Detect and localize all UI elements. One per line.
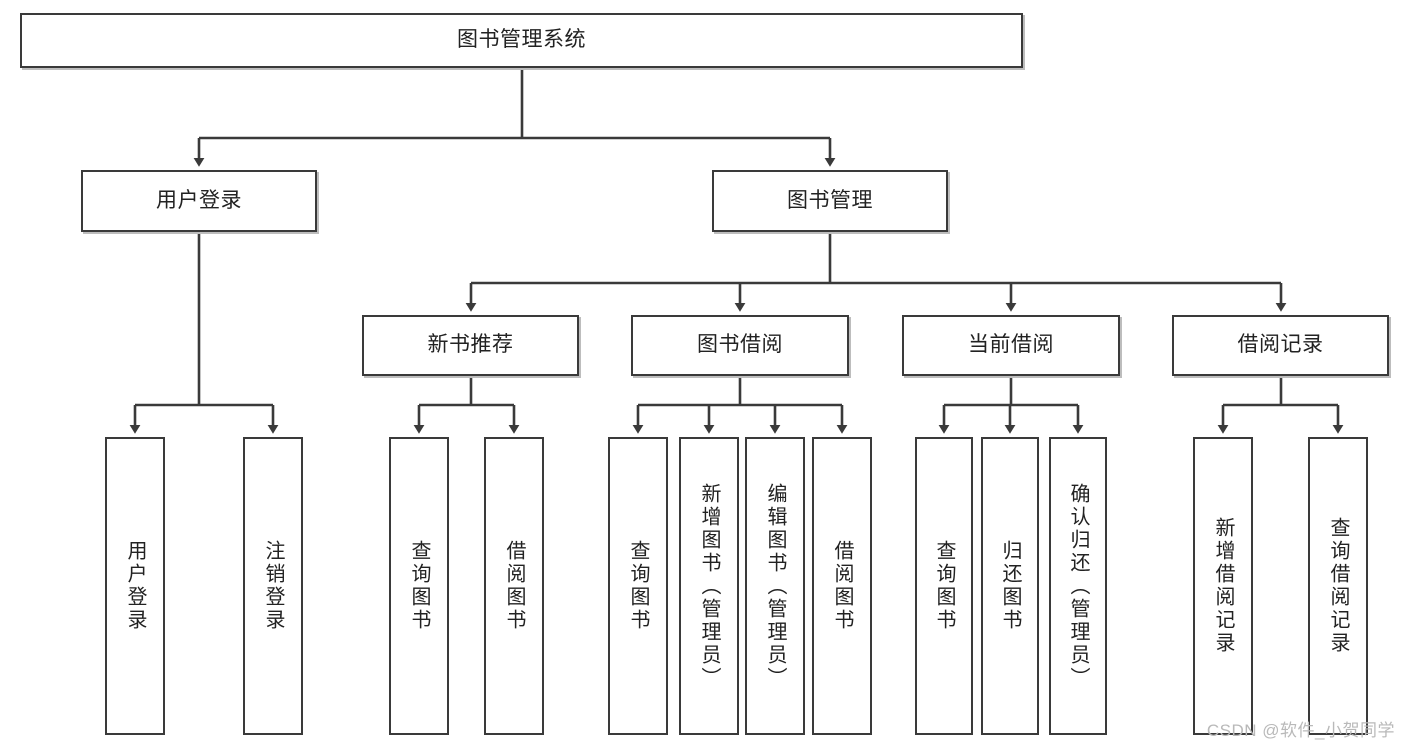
node-label: 图书借阅: [697, 333, 783, 357]
node-leaf-current-query[interactable]: 查询图书: [915, 437, 973, 735]
node-label: 查询图书: [408, 540, 430, 632]
node-leaf-current-confirm[interactable]: 确认归还（管理员）: [1049, 437, 1107, 735]
node-leaf-borrow-lend[interactable]: 借阅图书: [812, 437, 872, 735]
node-leaf-records-add[interactable]: 新增借阅记录: [1193, 437, 1253, 735]
node-label: 归还图书: [999, 540, 1021, 632]
node-leaf-user-logout[interactable]: 注销登录: [243, 437, 303, 735]
node-newbook[interactable]: 新书推荐: [362, 315, 579, 376]
node-leaf-current-return[interactable]: 归还图书: [981, 437, 1039, 735]
node-label: 查询借阅记录: [1327, 517, 1349, 655]
node-leaf-borrow-add[interactable]: 新增图书（管理员）: [679, 437, 739, 735]
node-leaf-user-login[interactable]: 用户登录: [105, 437, 165, 735]
node-label: 用户登录: [124, 540, 146, 632]
node-leaf-borrow-edit[interactable]: 编辑图书（管理员）: [745, 437, 805, 735]
node-label: 新增借阅记录: [1212, 517, 1234, 655]
node-current[interactable]: 当前借阅: [902, 315, 1120, 376]
node-label: 查询图书: [627, 540, 649, 632]
node-label: 当前借阅: [968, 333, 1054, 357]
node-root[interactable]: 图书管理系统: [20, 13, 1023, 68]
node-label: 新书推荐: [427, 333, 514, 357]
node-label: 编辑图书（管理员）: [764, 482, 786, 690]
node-label: 确认归还（管理员）: [1067, 482, 1089, 690]
node-label: 用户登录: [156, 188, 242, 212]
node-leaf-borrow-query[interactable]: 查询图书: [608, 437, 668, 735]
node-login[interactable]: 用户登录: [81, 170, 317, 232]
node-borrow[interactable]: 图书借阅: [631, 315, 849, 376]
watermark-text: CSDN @软件_小贺同学: [1206, 721, 1395, 740]
node-label: 新增图书（管理员）: [698, 482, 720, 690]
node-leaf-records-query[interactable]: 查询借阅记录: [1308, 437, 1368, 735]
node-label: 查询图书: [933, 540, 955, 632]
node-leaf-newbook-borrow[interactable]: 借阅图书: [484, 437, 544, 735]
node-records[interactable]: 借阅记录: [1172, 315, 1389, 376]
node-leaf-newbook-query[interactable]: 查询图书: [389, 437, 449, 735]
node-label: 图书管理系统: [457, 28, 586, 52]
node-label: 借阅图书: [831, 540, 853, 632]
node-bookmgmt[interactable]: 图书管理: [712, 170, 948, 232]
node-label: 图书管理: [787, 188, 873, 212]
node-label: 注销登录: [262, 540, 284, 632]
node-label: 借阅图书: [503, 540, 525, 632]
node-label: 借阅记录: [1237, 333, 1324, 357]
